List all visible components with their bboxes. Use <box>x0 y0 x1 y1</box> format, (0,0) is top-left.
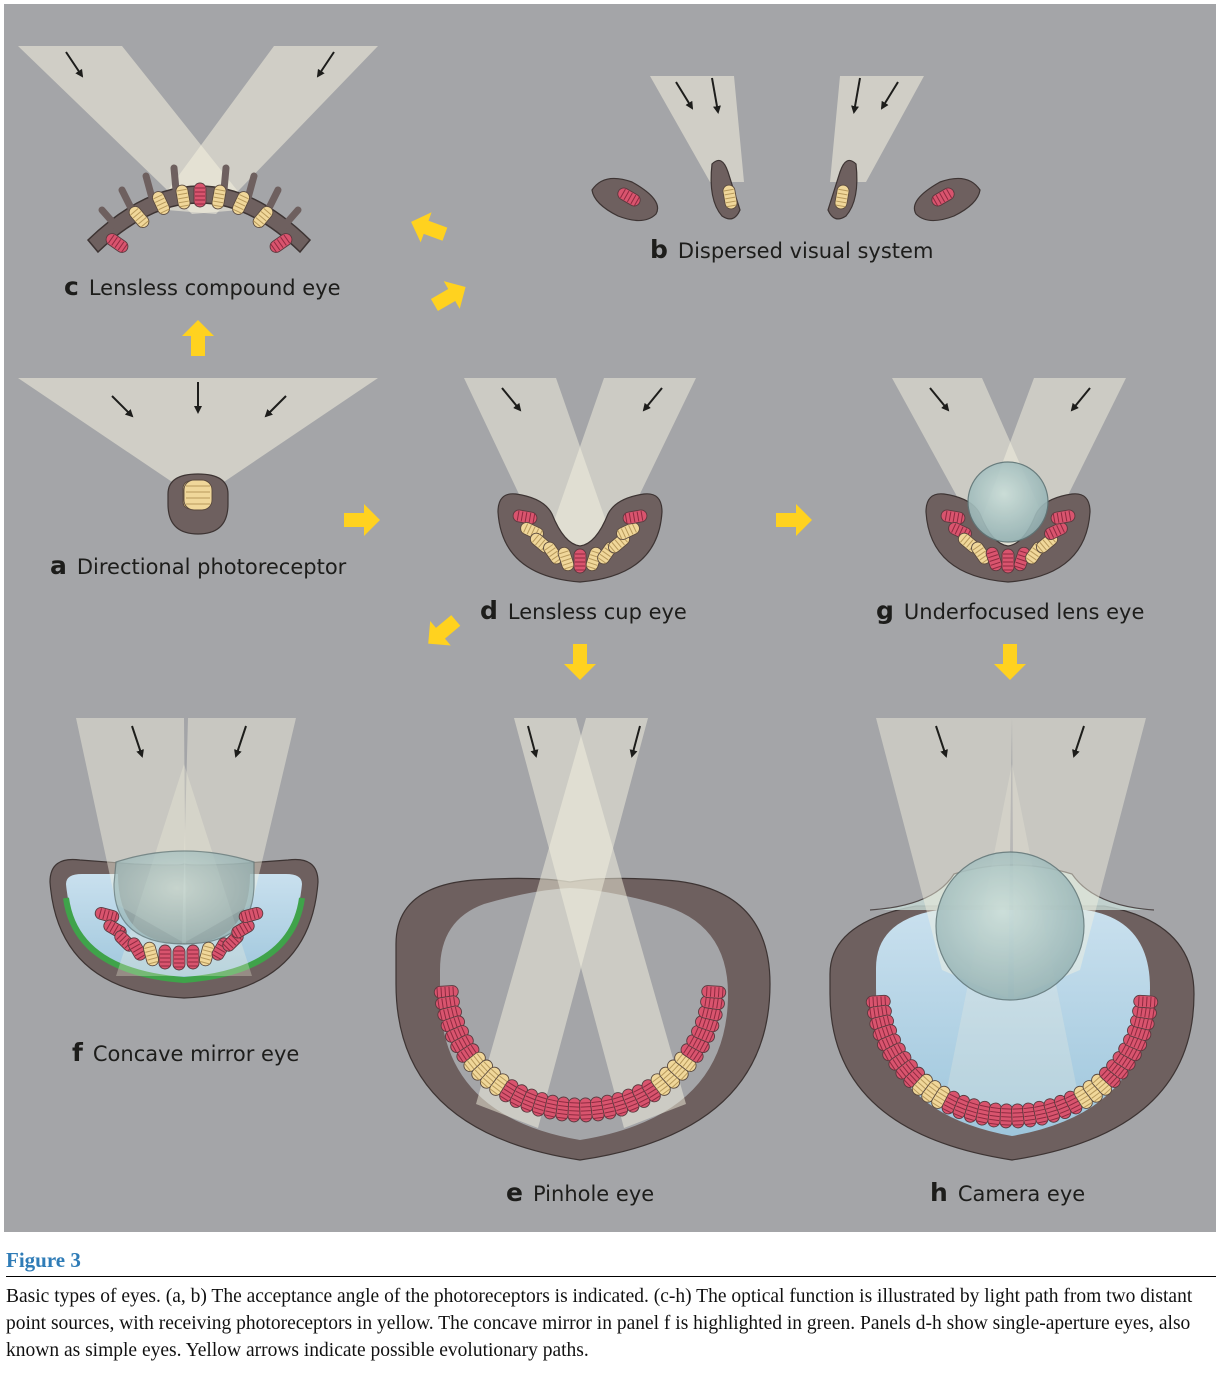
evolution-arrow-a-to-d <box>344 504 380 536</box>
evolution-arrow-d-to-g <box>776 504 812 536</box>
panel-b-label: b Dispersed visual system <box>650 235 933 264</box>
panel-d-title: Lensless cup eye <box>507 600 687 624</box>
panel-h-illustration <box>829 718 1195 1161</box>
eye-diagram <box>18 46 1195 1161</box>
panel-f-label: f Concave mirror eye <box>72 1038 299 1067</box>
figure-panel: c Lensless compound eye b Dispersed visual… <box>4 4 1216 1232</box>
panel-c-letter: c <box>64 272 79 301</box>
evolution-arrow-a-to-c <box>182 320 214 356</box>
evolution-arrow-to-b <box>426 273 474 319</box>
panel-e-illustration <box>395 718 771 1161</box>
panel-g-title: Underfocused lens eye <box>903 600 1145 624</box>
receptor-inactive <box>567 1097 582 1123</box>
evolution-arrow-d-to-f <box>417 608 467 656</box>
panel-a-illustration <box>18 378 378 535</box>
caption-text: Basic types of eyes. (a, b) The acceptan… <box>6 1286 1193 1361</box>
panel-f-title: Concave mirror eye <box>92 1042 300 1066</box>
evolution-arrow-to-c <box>405 206 451 250</box>
panel-h-letter: h <box>930 1178 948 1207</box>
panel-a-letter: a <box>50 551 67 580</box>
panel-d-letter: d <box>480 596 498 625</box>
panel-d-illustration <box>464 378 696 583</box>
panel-h-title: Camera eye <box>957 1182 1086 1206</box>
panel-g-illustration <box>892 378 1126 583</box>
evolution-arrow-g-to-h <box>994 644 1026 680</box>
panel-c-label: c Lensless compound eye <box>64 272 341 301</box>
receptor-inactive <box>1132 994 1159 1009</box>
panel-f-illustration <box>49 718 319 999</box>
panel-b-letter: b <box>650 235 668 264</box>
panel-g-label: g Underfocused lens eye <box>876 596 1144 625</box>
panel-b-illustration <box>591 76 981 222</box>
evolution-arrow-d-to-e <box>564 644 596 680</box>
caption-title: Figure 3 <box>6 1248 81 1272</box>
panel-e-letter: e <box>506 1178 523 1207</box>
panel-h-label: h Camera eye <box>930 1178 1085 1207</box>
receptor-inactive <box>999 1103 1014 1129</box>
panel-a-title: Directional photoreceptor <box>76 555 347 579</box>
panel-d-label: d Lensless cup eye <box>480 596 687 625</box>
panel-a-label: a Directional photoreceptor <box>50 551 346 580</box>
panel-e-label: e Pinhole eye <box>506 1178 654 1207</box>
panel-c-illustration <box>18 46 378 256</box>
panel-b-title: Dispersed visual system <box>677 239 934 263</box>
panel-f-letter: f <box>72 1038 83 1067</box>
panel-e-title: Pinhole eye <box>532 1182 655 1206</box>
panel-g-letter: g <box>876 596 894 625</box>
caption-divider <box>6 1276 1216 1277</box>
receptor-inactive <box>700 984 727 1000</box>
panel-c-title: Lensless compound eye <box>88 276 341 300</box>
